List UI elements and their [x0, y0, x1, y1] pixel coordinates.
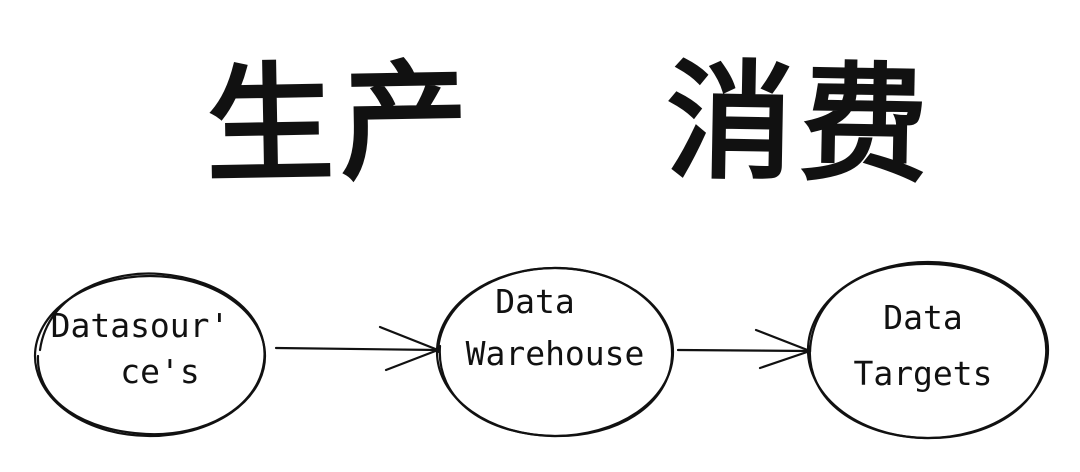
targets-label-line1: Data: [883, 298, 963, 337]
arrow-warehouse-to-targets: [676, 328, 812, 370]
datasource-label: Datasour' ce's: [38, 306, 242, 392]
warehouse-label: Data Warehouse: [440, 282, 670, 374]
datasource-label-line1: Datasour': [50, 306, 230, 345]
data-warehouse-node: [435, 266, 675, 438]
targets-label-line2: Targets: [853, 354, 993, 393]
arrow-source-to-warehouse: [274, 325, 440, 372]
warehouse-label-line1: Data: [495, 282, 575, 321]
targets-label: Data Targets: [818, 298, 1028, 394]
datasource-node: [33, 272, 267, 438]
warehouse-label-line2: Warehouse: [465, 334, 645, 373]
datasource-label-line2: ce's: [120, 352, 200, 391]
